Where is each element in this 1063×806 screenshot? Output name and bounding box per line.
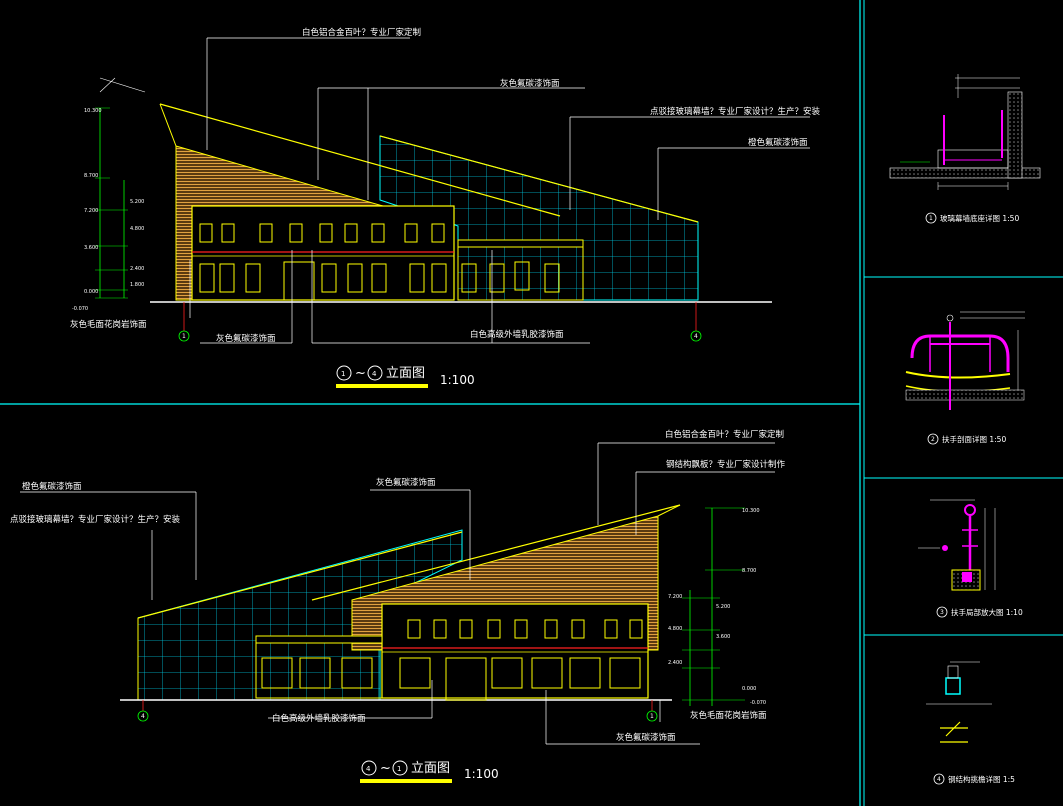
axis-label: 4 xyxy=(694,333,698,340)
label-gray-paint-bottom: 灰色氟碳漆饰面 xyxy=(216,333,276,344)
detail-1: 1 玻璃幕墙底座详图 1:50 xyxy=(889,74,1041,224)
level-label: 2.400 xyxy=(668,660,682,666)
detail-title: 玻璃幕墙底座详图 1:50 xyxy=(940,213,1019,223)
detail-number: 3 xyxy=(940,609,944,616)
level-label: 4.800 xyxy=(130,226,144,232)
label-gray-paint: 灰色氟碳漆饰面 xyxy=(376,477,436,488)
bottom-leaders xyxy=(20,442,775,745)
label-glass-curtain: 点驳接玻璃幕墙？专业厂家设计？生产？安装 xyxy=(10,514,181,525)
bottom-upper-windows xyxy=(407,619,643,639)
detail-3: 3 扶手局部放大图 1:10 xyxy=(918,499,1023,618)
top-level-dimensions: 10.300 8.700 7.200 5.200 4.800 3.600 2.4… xyxy=(72,77,146,312)
detail-title: 钢结构挑檐详图 1:5 xyxy=(948,774,1015,784)
level-label: 7.200 xyxy=(84,208,98,214)
top-leaders xyxy=(189,37,810,344)
label-glass-curtain: 点驳接玻璃幕墙？专业厂家设计？生产？安装 xyxy=(650,106,821,117)
title-sep: ~ xyxy=(380,761,391,776)
level-label: 0.000 xyxy=(742,686,756,692)
label-louver: 白色铝合金百叶？专业厂家定制 xyxy=(665,429,784,440)
detail-title: 扶手局部放大图 1:10 xyxy=(951,607,1023,617)
level-label: 10.300 xyxy=(742,508,760,514)
detail-4: 4 钢结构挑檐详图 1:5 xyxy=(926,661,1015,785)
level-label: 5.200 xyxy=(716,604,730,610)
scale-label: 1:100 xyxy=(464,767,499,781)
axis-label: 4 xyxy=(141,713,145,720)
level-label: 8.700 xyxy=(742,568,756,574)
title-text: 立面图 xyxy=(411,761,450,776)
level-label: 2.400 xyxy=(130,266,144,272)
top-elevation: 10.300 8.700 7.200 5.200 4.800 3.600 2.4… xyxy=(70,27,821,388)
top-building xyxy=(150,103,772,303)
title-prefix: 1 xyxy=(341,370,345,378)
label-louver: 白色铝合金百叶？专业厂家定制 xyxy=(302,27,421,38)
label-gray-stone: 灰色毛面花岗岩饰面 xyxy=(690,710,767,721)
level-label: 8.700 xyxy=(84,173,98,179)
level-label: -0.070 xyxy=(750,700,766,706)
bottom-elevation: 10.300 8.700 7.200 5.200 4.800 3.600 2.4… xyxy=(10,429,786,783)
detail-title: 扶手剖面详图 1:50 xyxy=(942,434,1006,444)
detail-number: 2 xyxy=(931,436,935,443)
level-label: 7.200 xyxy=(668,594,682,600)
label-white-wall: 白色高级外墙乳胶漆饰面 xyxy=(470,329,564,340)
detail-number: 4 xyxy=(937,776,941,783)
label-orange-paint: 橙色氟碳漆饰面 xyxy=(22,481,82,492)
top-axis-markers: 1 4 xyxy=(178,302,702,342)
label-white-wall: 白色高级外墙乳胶漆饰面 xyxy=(272,713,366,724)
title-suffix: 4 xyxy=(372,370,377,378)
bottom-level-dimensions: 10.300 8.700 7.200 5.200 4.800 3.600 2.4… xyxy=(668,507,766,706)
top-elevation-title: 1 ~ 4 立面图 1:100 xyxy=(336,365,475,388)
bottom-axis-markers: 4 1 xyxy=(137,700,658,722)
label-orange-paint: 橙色氟碳漆饰面 xyxy=(748,137,808,148)
axis-label: 1 xyxy=(650,713,654,720)
axis-label: 1 xyxy=(182,333,186,340)
detail-number: 1 xyxy=(929,215,933,222)
title-prefix: 4 xyxy=(366,765,371,773)
detail-2: 2 扶手剖面详图 1:50 xyxy=(905,311,1025,445)
title-suffix: 1 xyxy=(397,765,401,773)
level-label: 3.600 xyxy=(84,245,98,251)
label-gray-paint: 灰色氟碳漆饰面 xyxy=(500,78,560,89)
level-label: 0.000 xyxy=(84,289,98,295)
level-label: 10.300 xyxy=(84,108,102,114)
bottom-elevation-title: 4 ~ 1 立面图 1:100 xyxy=(360,760,499,783)
label-steel-canopy: 钢结构飘板？专业厂家设计制作 xyxy=(666,459,786,470)
level-label: 5.200 xyxy=(130,199,144,205)
level-label: 3.600 xyxy=(716,634,730,640)
label-gray-paint-bottom: 灰色氟碳漆饰面 xyxy=(616,732,676,743)
title-sep: ~ xyxy=(355,366,366,381)
label-gray-stone: 灰色毛面花岗岩饰面 xyxy=(70,319,147,330)
scale-label: 1:100 xyxy=(440,373,475,387)
top-upper-windows xyxy=(199,223,445,243)
bottom-building xyxy=(120,504,681,701)
level-label: 4.800 xyxy=(668,626,682,632)
title-text: 立面图 xyxy=(386,366,425,381)
level-label: -0.070 xyxy=(72,306,88,312)
bottom-lower-windows xyxy=(261,657,641,701)
top-lower-windows xyxy=(199,261,560,301)
level-label: 1.800 xyxy=(130,282,144,288)
